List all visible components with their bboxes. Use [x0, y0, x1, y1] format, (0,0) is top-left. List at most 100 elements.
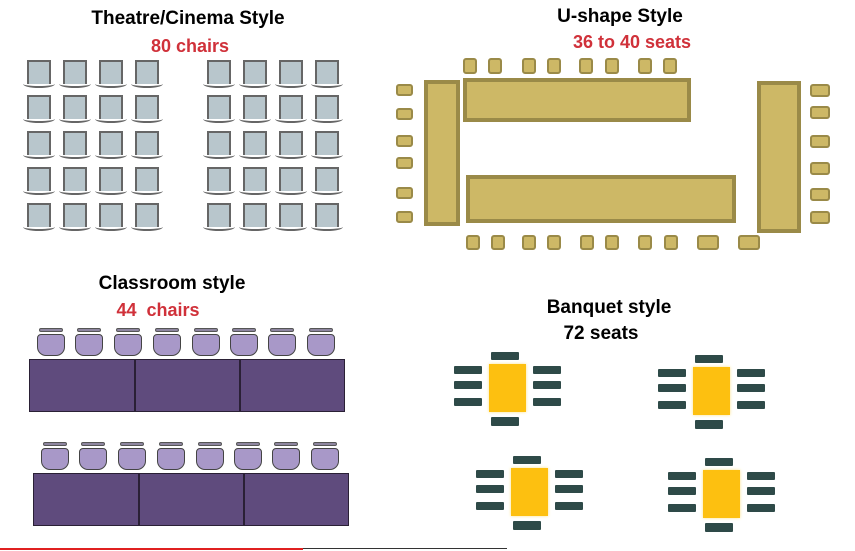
banquet-chair [695, 355, 723, 363]
banquet-chair [476, 502, 504, 510]
u-table-top [463, 78, 691, 122]
u-chair [810, 84, 830, 97]
u-chair [463, 58, 477, 74]
banquet-chair [705, 458, 733, 466]
classroom-table [29, 359, 345, 412]
classroom-chair [196, 448, 224, 470]
theatre-chair-arm [203, 115, 235, 123]
banquet-chair [658, 369, 686, 377]
u-chair [605, 235, 619, 250]
footer-rule-red [0, 548, 303, 550]
banquet-chair [658, 401, 686, 409]
u-chair [396, 108, 413, 120]
banquet-table [489, 364, 526, 412]
banquet-chair [705, 523, 733, 532]
banquet-chair [555, 502, 583, 510]
banquet-chair [476, 470, 504, 478]
theatre-chair-arm [59, 151, 91, 159]
theatre-chair-arm [131, 80, 163, 88]
classroom-chair [153, 334, 181, 356]
classroom-table-divider [134, 359, 136, 412]
theatre-chair-arm [239, 80, 271, 88]
classroom-chair-back [236, 442, 260, 446]
banquet-chair [555, 470, 583, 478]
banquet-chair [747, 487, 775, 495]
theatre-chair-arm [311, 223, 343, 231]
u-chair [638, 235, 652, 250]
u-chair [488, 58, 502, 74]
theatre-chair-arm [275, 223, 307, 231]
theatre-chair-arm [23, 80, 55, 88]
theatre-chair-arm [275, 80, 307, 88]
theatre-chair-arm [203, 187, 235, 195]
classroom-chair-back [77, 328, 101, 332]
banquet-chair [454, 398, 482, 406]
u-chair [738, 235, 760, 250]
u-chair [697, 235, 719, 250]
classroom-chair-back [198, 442, 222, 446]
u-chair [547, 235, 561, 250]
u-table-right [757, 81, 801, 233]
u-chair [663, 58, 677, 74]
classroom-chair [307, 334, 335, 356]
classroom-chair-back [43, 442, 67, 446]
classroom-chair-back [274, 442, 298, 446]
theatre-chair-arm [23, 187, 55, 195]
u-table-bottom [466, 175, 736, 223]
banquet-chair [668, 504, 696, 512]
classroom-chair-back [155, 328, 179, 332]
theatre-chair-arm [131, 115, 163, 123]
theatre-chair-arm [203, 80, 235, 88]
banquet-chair [555, 485, 583, 493]
u-chair [396, 187, 413, 199]
theatre-chair-arm [95, 223, 127, 231]
banquet-chair [513, 456, 541, 464]
theatre-chair-arm [239, 151, 271, 159]
theatre-title: Theatre/Cinema Style [91, 8, 285, 29]
theatre-chair-arm [23, 115, 55, 123]
classroom-chair [230, 334, 258, 356]
classroom-chair [41, 448, 69, 470]
u-table-left [424, 80, 460, 226]
classroom-table-divider [243, 473, 245, 526]
theatre-chair-arm [203, 223, 235, 231]
banquet-title: Banquet style [546, 297, 672, 318]
theatre-chair-arm [311, 80, 343, 88]
classroom-chair-back [81, 442, 105, 446]
theatre-chair-arm [59, 115, 91, 123]
banquet-chair [533, 381, 561, 389]
u-chair [605, 58, 619, 74]
banquet-table [511, 468, 548, 516]
classroom-chair [37, 334, 65, 356]
u-chair [491, 235, 505, 250]
ushape-title: U-shape Style [557, 6, 683, 27]
theatre-chair-arm [203, 151, 235, 159]
theatre-chair-arm [95, 115, 127, 123]
u-chair [579, 58, 593, 74]
banquet-chair [533, 366, 561, 374]
theatre-chair-arm [59, 80, 91, 88]
footer-rule-dark [303, 548, 507, 549]
classroom-chair [114, 334, 142, 356]
theatre-chair-arm [311, 187, 343, 195]
banquet-chair [737, 369, 765, 377]
classroom-chair [192, 334, 220, 356]
u-chair [396, 211, 413, 223]
classroom-chair-back [120, 442, 144, 446]
classroom-chair-back [309, 328, 333, 332]
classroom-chair [272, 448, 300, 470]
classroom-chair-back [159, 442, 183, 446]
classroom-chair-back [39, 328, 63, 332]
classroom-capacity: 44 chairs [116, 300, 200, 320]
classroom-chair [234, 448, 262, 470]
theatre-chair-arm [275, 187, 307, 195]
banquet-chair [454, 381, 482, 389]
theatre-chair-arm [239, 115, 271, 123]
classroom-chair [311, 448, 339, 470]
theatre-chair-arm [59, 223, 91, 231]
u-chair [810, 188, 830, 201]
u-chair [522, 235, 536, 250]
u-chair [396, 135, 413, 147]
classroom-chair [118, 448, 146, 470]
